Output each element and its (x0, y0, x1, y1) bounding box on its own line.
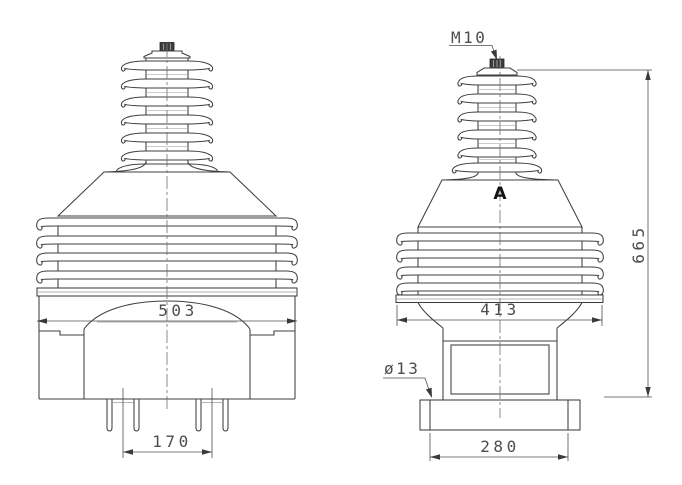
side-dim-overall-height: 665 (517, 69, 652, 398)
side-skirt-flare (441, 172, 559, 181)
front-dim-body-width-label: 503 (158, 301, 197, 320)
front-arch (83, 300, 251, 399)
side-shed-5 (457, 147, 537, 159)
side-section-label: A (493, 184, 507, 204)
side-base (419, 399, 581, 431)
side-ann-thread-label: M10 (451, 28, 487, 47)
side-bolt-hatch (493, 60, 501, 67)
side-view: M10 A ø13 413 280 (383, 28, 652, 461)
side-dim-base-width: 280 (429, 433, 569, 461)
front-dim-body-width: 503 (37, 301, 297, 324)
front-fin-walls (57, 226, 277, 288)
side-shed-3 (457, 111, 537, 123)
side-dim-shed-width: 413 (396, 300, 603, 326)
side-ann-hole-label: ø13 (384, 359, 420, 378)
side-ann-thread: M10 (449, 28, 497, 60)
side-dim-overall-height-label: 665 (629, 224, 648, 263)
side-ann-hole: ø13 (383, 359, 432, 398)
side-shed-2 (457, 93, 537, 105)
front-pin-3 (195, 399, 202, 432)
side-dim-shed-width-label: 413 (480, 300, 519, 319)
front-dim-pin-spacing: 170 (122, 388, 213, 458)
side-terminal-cap (476, 67, 518, 76)
side-skirt-walls (417, 227, 583, 233)
side-fin-walls (417, 241, 583, 295)
front-view: 503 170 (36, 42, 298, 458)
front-dim-pin-spacing-label: 170 (152, 432, 191, 451)
front-shed-3 (120, 96, 214, 108)
front-waist (145, 58, 189, 165)
front-pin-4 (222, 399, 229, 432)
side-shed-6 (451, 162, 543, 174)
side-hidden-lines (479, 89, 515, 160)
side-dim-base-width-label: 280 (480, 437, 519, 456)
front-pin-1 (106, 399, 113, 432)
side-base-bends (429, 400, 569, 430)
front-body-steps (39, 330, 295, 336)
side-shed-1 (457, 75, 537, 87)
side-box (442, 328, 558, 400)
side-shed-4 (457, 129, 537, 141)
front-pin-2 (133, 399, 140, 432)
side-neck (417, 302, 583, 329)
front-skirt-flare (103, 161, 231, 173)
